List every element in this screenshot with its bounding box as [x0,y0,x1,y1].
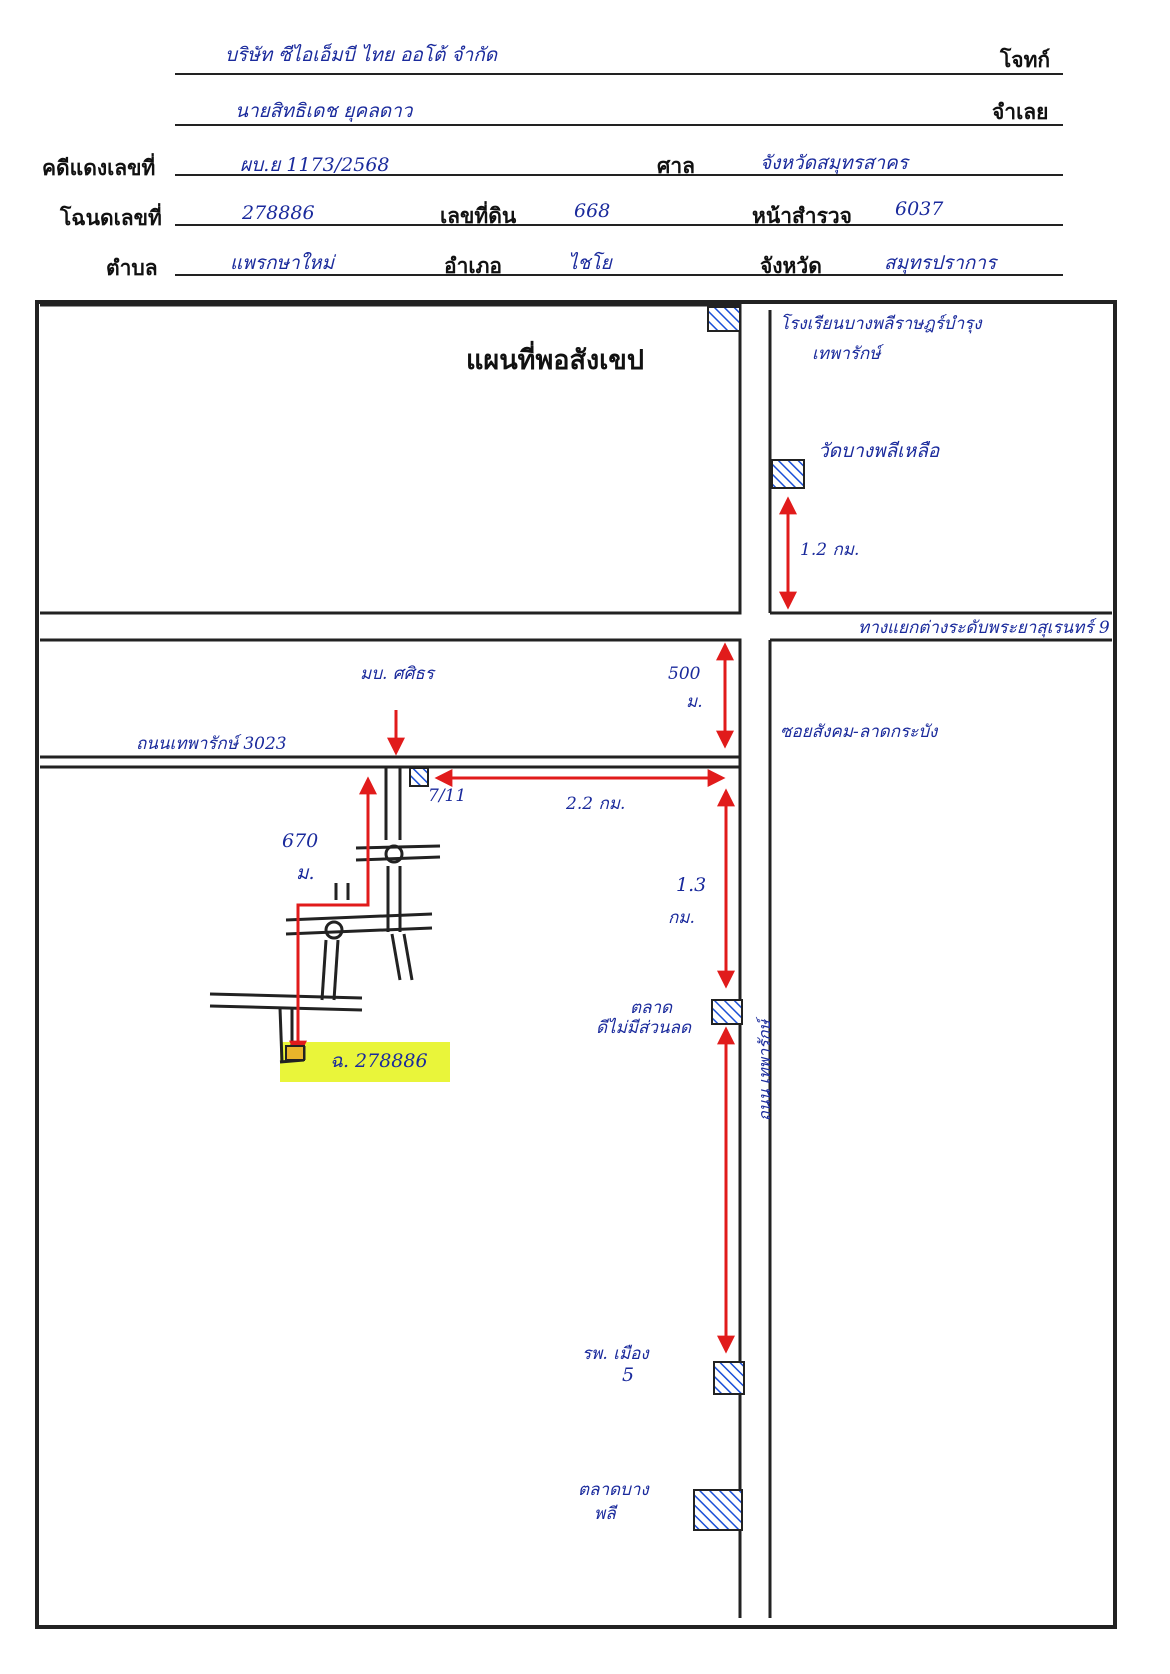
label-crossroad: ทางแยกต่างระดับพระยาสุเรนทร์ 9 [858,618,1110,638]
plaintiff-line [175,73,1063,75]
survey-value: 6037 [895,198,944,220]
map-title: แผนที่พอสังเขป [466,345,644,376]
property-marker [285,1045,305,1061]
label-school2: เทพารักษ์ [812,344,881,364]
label-bangphli-market2: พลี [594,1504,616,1524]
block-middle [40,638,742,759]
label-market2: ดีไม่มีส่วนลด [596,1018,692,1038]
landmark-market [711,999,743,1025]
label-main-road: ถนน เทพารักษ์ [755,1020,774,1122]
label-road-3023: ถนนเทพารักษ์ 3023 [136,734,287,754]
label-temple: วัดบางพลีเหลือ [818,440,940,462]
defendant-line [175,124,1063,126]
landmark-school [707,306,741,332]
label-soi-road: ซอยสังคม-ลาดกระบัง [780,722,938,742]
deed-line [175,224,1063,226]
defendant-value: นายสิทธิเดช ยุคลดาว [235,100,413,122]
label-deed-marker: ฉ. 278886 [330,1050,428,1072]
label-dist-1-2: 1.2 กม. [800,540,860,560]
case-value: ผบ.ย 1173/2568 [240,154,390,176]
label-dist-1-3-unit: กม. [668,908,695,928]
map-frame [35,300,1117,1629]
subdistrict-value: แพรกษาใหม่ [230,252,334,274]
defendant-label: จำเลย [992,100,1049,124]
label-dist-2-2: 2.2 กม. [566,794,626,814]
soi-network [209,767,441,1064]
label-dist-500: 500 [668,664,701,684]
district-value: ไชโย [568,252,612,274]
landmark-bangphli-market [693,1489,743,1531]
case-line [175,174,1063,176]
landmark-temple [771,459,805,489]
label-seven-eleven: 7/11 [428,786,467,806]
province-value: สมุทรปราการ [884,252,997,274]
subdistrict-label: ตำบล [106,256,158,280]
label-market: ตลาด [630,998,673,1018]
route-to-property [289,776,377,1059]
court-value: จังหวัดสมุทรสาคร [760,152,908,174]
label-bangphli-market: ตลาดบาง [578,1480,649,1500]
plaintiff-value: บริษัท ซีไอเอ็มบี ไทย ออโต้ จำกัด [225,44,498,66]
label-dist-1-3: 1.3 [676,874,707,896]
block-top-left [40,303,742,615]
deed-value: 278886 [242,202,315,224]
label-hospital2: 5 [622,1364,635,1386]
plaintiff-label: โจทก์ [1000,48,1051,72]
label-hospital: รพ. เมือง [582,1344,649,1364]
label-village: มบ. ศศิธร [360,664,434,684]
deed-label: โฉนดเลขที่ [60,206,162,230]
landmark-hospital [713,1361,745,1395]
landmark-seven-eleven [409,767,429,787]
label-school: โรงเรียนบางพลีราษฎร์บำรุง [780,314,982,334]
label-dist-670: 670 [282,830,319,852]
label-dist-670-unit: ม. [296,862,315,884]
land-no-value: 668 [574,200,611,222]
label-dist-500-unit: ม. [686,692,703,712]
subdistrict-line [175,274,1063,276]
case-label: คดีแดงเลขที่ [42,156,156,180]
